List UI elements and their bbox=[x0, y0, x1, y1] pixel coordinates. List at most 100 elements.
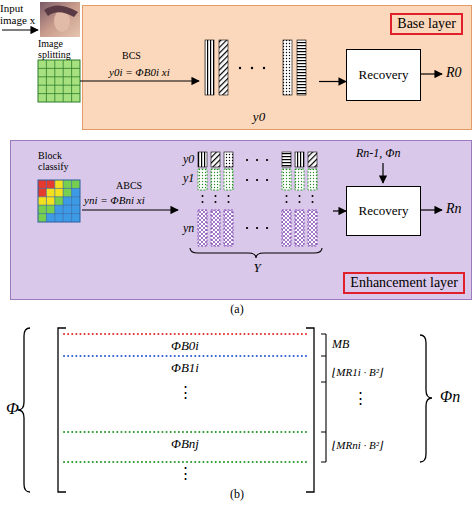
grid-cell bbox=[46, 197, 54, 205]
flow-arrow bbox=[80, 80, 199, 81]
subfigure-label: (b) bbox=[207, 488, 267, 501]
stack-symbol: Y bbox=[181, 261, 333, 275]
grid-cell bbox=[55, 180, 63, 188]
grid-cell bbox=[72, 188, 80, 196]
grid-cell bbox=[63, 205, 71, 213]
grid-cell bbox=[63, 188, 71, 196]
grid-cell bbox=[72, 214, 80, 222]
grid-lines bbox=[38, 180, 80, 222]
base-segment bbox=[308, 152, 317, 167]
grid-cell bbox=[72, 180, 80, 188]
stack-brace bbox=[190, 248, 322, 258]
enhancement-layer-band: Enhancement layer Y Recovery bbox=[10, 140, 472, 300]
block-grid bbox=[38, 60, 80, 102]
grid-cell bbox=[55, 214, 63, 222]
recovery-input: Rn-1, Φn bbox=[356, 147, 400, 160]
grid-cell bbox=[55, 188, 63, 196]
step-caption: Image splitting bbox=[38, 38, 88, 60]
output-arrow bbox=[420, 209, 442, 210]
grid-cell bbox=[63, 180, 71, 188]
ellipsis-dot bbox=[239, 67, 241, 69]
matrix-symbol: Φ bbox=[6, 400, 19, 419]
subfigure-label: (a) bbox=[207, 303, 267, 316]
method-tag: BCS bbox=[122, 50, 141, 61]
row-count: MB bbox=[332, 338, 349, 351]
grid-cell bbox=[55, 205, 63, 213]
vertical-ellipsis: ⋮ bbox=[155, 384, 215, 401]
input-caption: Input image x bbox=[0, 2, 40, 26]
block-symbol: xi bbox=[70, 61, 78, 73]
enhancement-segment bbox=[308, 210, 317, 246]
matrix-brace bbox=[18, 328, 30, 492]
measurement-vector: y0 bbox=[199, 37, 319, 126]
enhancement-segment bbox=[295, 169, 304, 190]
vector-symbol: y0 bbox=[199, 110, 319, 124]
measurement-stack-group: Y bbox=[181, 147, 333, 275]
enhancement-segment bbox=[282, 210, 291, 246]
matrix-row: ΦBnj bbox=[155, 437, 215, 451]
layer-heading: Enhancement layer bbox=[343, 272, 465, 294]
grid-cell bbox=[46, 214, 54, 222]
enhancement-segment bbox=[211, 169, 220, 190]
vertical-ellipsis: ⋮ bbox=[345, 390, 375, 407]
enhancement-segment bbox=[198, 169, 207, 190]
ellipsis-dot bbox=[263, 67, 265, 69]
matrix-symbol: Φn bbox=[440, 388, 460, 406]
base-segment bbox=[282, 152, 291, 167]
method-tag: ABCS bbox=[116, 180, 142, 191]
input-arrow bbox=[2, 29, 38, 30]
vertical-ellipsis: ⋮ bbox=[155, 465, 215, 482]
grid-cell bbox=[63, 197, 71, 205]
output-symbol: R0 bbox=[446, 65, 462, 80]
matrix-row: ΦB1i bbox=[155, 361, 215, 375]
row-divider bbox=[64, 431, 310, 433]
grid-cell bbox=[55, 197, 63, 205]
measurement-column bbox=[219, 40, 228, 95]
step-caption: Block classify bbox=[38, 150, 88, 172]
image-block-grid: xi bbox=[38, 60, 80, 102]
grid-cell bbox=[38, 214, 46, 222]
subset-brace bbox=[420, 335, 432, 462]
grid-cell bbox=[46, 188, 54, 196]
grid-cell bbox=[38, 180, 46, 188]
row-divider bbox=[64, 355, 310, 357]
grid-cell bbox=[38, 188, 46, 196]
grid-cell bbox=[63, 214, 71, 222]
flow-arrow bbox=[319, 81, 346, 82]
flow-arrow bbox=[333, 210, 346, 211]
grid-cell bbox=[38, 197, 46, 205]
matrix-bracket bbox=[306, 328, 314, 492]
vector-symbol: y1 bbox=[183, 172, 194, 185]
layer-heading: Base layer bbox=[390, 13, 463, 35]
input-photo bbox=[40, 2, 80, 37]
grid-outline bbox=[38, 180, 80, 222]
row-count: ⌊MR1i · B²⌋ bbox=[332, 366, 383, 378]
classify-arrow bbox=[82, 209, 178, 210]
recovery-box: Recovery bbox=[346, 186, 421, 236]
base-segment bbox=[224, 152, 233, 167]
row-size-bracket bbox=[321, 334, 326, 462]
measurement-column bbox=[297, 40, 306, 95]
vector-symbol: y0 bbox=[183, 153, 194, 166]
photo-face bbox=[54, 10, 70, 32]
base-segment bbox=[198, 152, 207, 167]
vector-symbol: yn bbox=[183, 222, 194, 235]
recovery-label: Recovery bbox=[359, 203, 409, 219]
horizontal-ellipsis bbox=[247, 160, 267, 228]
measurement-equation: y0i = ΦB0i xi bbox=[109, 66, 170, 78]
output-symbol: Rn bbox=[446, 201, 462, 216]
enhancement-segment bbox=[198, 210, 207, 246]
row-count: ⌊MRni · B²⌋ bbox=[332, 439, 383, 451]
grid-cell bbox=[46, 205, 54, 213]
photo-hat bbox=[44, 5, 78, 17]
enhancement-segment bbox=[211, 210, 220, 246]
enhancement-segment bbox=[224, 210, 233, 246]
enhancement-segment bbox=[308, 169, 317, 190]
recovery-label: Recovery bbox=[359, 67, 409, 83]
matrix-bracket bbox=[58, 328, 66, 492]
grid-cell bbox=[38, 205, 46, 213]
classified-grid bbox=[38, 180, 80, 222]
